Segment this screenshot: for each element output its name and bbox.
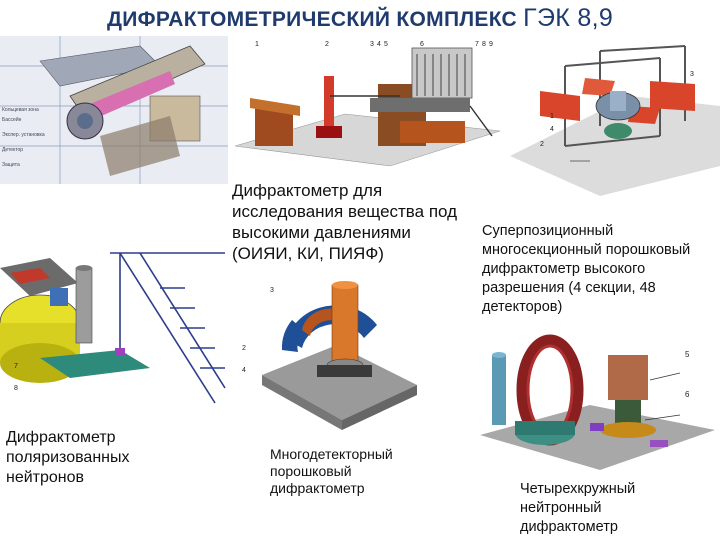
caption-line: исследования вещества под	[232, 202, 458, 221]
polarized-diffractometer-drawing: 7 8	[0, 228, 232, 408]
caption-line: дифрактометр высокого	[482, 261, 646, 277]
caption-line: Четырехкружный	[520, 481, 636, 497]
hp-part-7: 7	[475, 41, 479, 48]
title-bar: ДИФРАКТОМЕТРИЧЕСКИЙ КОМПЛЕКС ГЭК 8,9	[0, 0, 720, 36]
hp-part-8: 8	[482, 41, 486, 48]
caption-line: Дифрактометр для	[232, 181, 383, 200]
caption-line: детекторов)	[482, 299, 563, 315]
caption-line: дифрактометр	[270, 480, 365, 496]
title-suffix: ГЭК 8,9	[523, 4, 614, 32]
caption-multidetector: Многодетекторный порошковый дифрактометр	[270, 446, 430, 497]
sp-part-1: 1	[550, 113, 554, 120]
caption-line: Многодетекторный	[270, 446, 393, 462]
hp-part-2: 2	[325, 41, 329, 48]
svg-text:Бассейн: Бассейн	[2, 116, 22, 123]
page-title: ДИФРАКТОМЕТРИЧЕСКИЙ КОМПЛЕКС ГЭК 8,9	[0, 4, 720, 33]
multidetector-diffractometer-drawing: 3 2 4	[232, 270, 432, 440]
caption-line: (ОИЯИ, КИ, ПИЯФ)	[232, 244, 384, 263]
svg-text:Защита: Защита	[2, 162, 20, 168]
hp-part-6: 6	[420, 41, 424, 48]
md-part-2: 2	[242, 345, 246, 352]
caption-line: порошковый	[270, 463, 352, 479]
hp-part-5: 5	[384, 41, 388, 48]
pol-part-7: 7	[14, 363, 18, 370]
caption-superposition: Суперпозиционный многосекционный порошко…	[482, 222, 718, 317]
four-circle-diffractometer-drawing: 5 6	[470, 325, 720, 475]
md-part-4: 4	[242, 367, 246, 374]
hp-part-1: 1	[255, 41, 259, 48]
caption-line: многосекционный порошковый	[482, 242, 691, 258]
pol-part-8: 8	[14, 385, 18, 392]
high-pressure-diffractometer-drawing: 1 2 3 4 5 6 7 8 9	[230, 36, 505, 176]
superposition-diffractometer-drawing: 1 2 3 4	[510, 36, 720, 216]
caption-line: высокими давлениями	[232, 223, 411, 242]
sp-part-3: 3	[690, 71, 694, 78]
caption-line: нейтронный	[520, 500, 602, 516]
svg-text:Детектор: Детектор	[2, 147, 23, 153]
fc-part-6: 6	[685, 390, 690, 399]
caption-high-pressure: Дифрактометр для исследования вещества п…	[232, 180, 482, 264]
caption-polarized: Дифрактометр поляризованных нейтронов	[6, 428, 176, 488]
caption-line: поляризованных	[6, 449, 130, 466]
svg-text:Экспер. установка: Экспер. установка	[2, 132, 45, 138]
caption-line: Дифрактометр	[6, 429, 116, 446]
sp-part-4: 4	[550, 126, 554, 133]
hp-part-3: 3	[370, 41, 374, 48]
sp-part-2: 2	[540, 141, 544, 148]
caption-line: дифрактометр	[520, 519, 618, 535]
caption-line: разрешения (4 секции, 48	[482, 280, 656, 296]
hp-part-4: 4	[377, 41, 381, 48]
md-part-3: 3	[270, 287, 274, 294]
title-main: ДИФРАКТОМЕТРИЧЕСКИЙ КОМПЛЕКС	[106, 8, 518, 31]
svg-text:Кольцевая зона: Кольцевая зона	[2, 107, 39, 113]
caption-line: Суперпозиционный	[482, 223, 614, 239]
fc-part-5: 5	[685, 350, 690, 359]
caption-line: нейтронов	[6, 469, 85, 486]
caption-four-circle: Четырехкружный нейтронный дифрактометр	[520, 480, 680, 537]
hp-part-9: 9	[489, 41, 493, 48]
